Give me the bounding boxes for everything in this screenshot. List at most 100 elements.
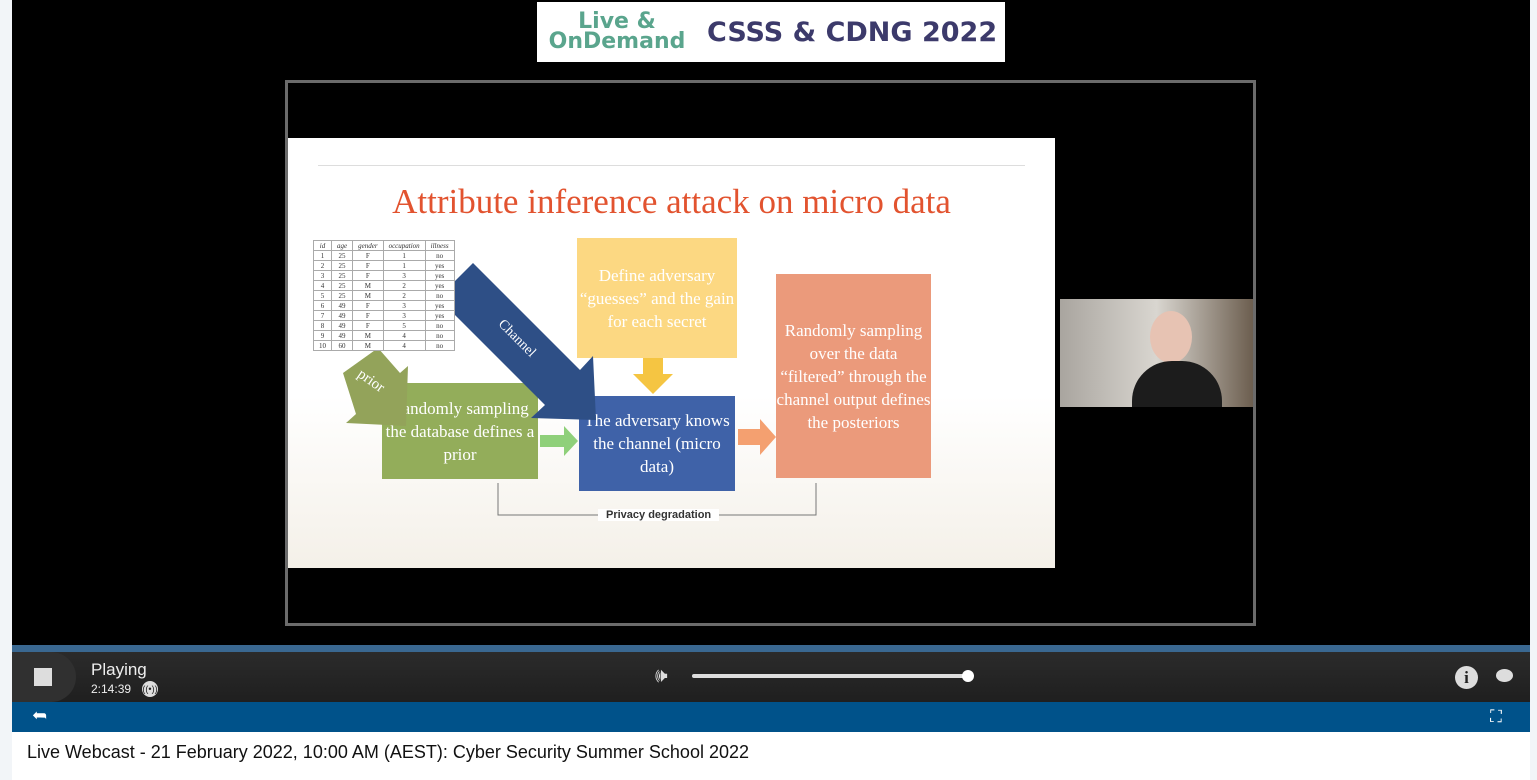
prior-arrow	[343, 348, 408, 426]
player-controls: Playing 2:14:39 ((•)) 🔊︎ i	[12, 652, 1530, 702]
table-cell: 7	[313, 310, 332, 321]
table-cell: 6	[313, 300, 332, 311]
table-cell: F	[352, 310, 384, 321]
table-cell: yes	[424, 270, 455, 281]
table-cell: 25	[330, 280, 354, 291]
video-frame[interactable]: Attribute inference attack on micro data…	[285, 80, 1256, 626]
table-cell: F	[352, 300, 384, 311]
event-banner: Live &OnDemand CSSS & CDNG 2022	[537, 2, 1005, 62]
prior-box: Randomly sampling the database defines a…	[382, 383, 538, 479]
table-cell: 3	[382, 270, 426, 281]
volume-icon[interactable]: 🔊︎	[655, 665, 668, 687]
table-cell: no	[424, 340, 455, 351]
gain-box: Define adversary “guesses” and the gain …	[577, 238, 737, 358]
table-cell: no	[424, 330, 455, 341]
stop-button[interactable]	[12, 652, 76, 702]
table-cell: M	[352, 280, 384, 291]
table-cell: 4	[382, 330, 426, 341]
back-icon[interactable]: ➦	[32, 705, 48, 725]
arrows	[343, 263, 817, 516]
table-cell: F	[352, 270, 384, 281]
presentation-slide: Attribute inference attack on micro data…	[288, 138, 1055, 568]
speaker-webcam	[1060, 299, 1253, 407]
logo-line1: Live &	[578, 9, 656, 34]
table-cell: 60	[330, 340, 354, 351]
table-cell: yes	[424, 260, 455, 271]
volume-knob[interactable]	[962, 670, 974, 682]
info-icon[interactable]: i	[1455, 666, 1478, 689]
table-cell: 49	[330, 300, 354, 311]
nav-bar: ➦ ⛶	[12, 702, 1530, 732]
table-cell: 8	[313, 320, 332, 331]
table-cell: 5	[382, 320, 426, 331]
table-cell: 25	[330, 270, 354, 281]
webcast-caption: Live Webcast - 21 February 2022, 10:00 A…	[12, 732, 1530, 780]
table-cell: yes	[424, 310, 455, 321]
posterior-box: Randomly sampling over the data “filtere…	[776, 274, 931, 478]
table-cell: 4	[313, 280, 332, 291]
table-cell: F	[352, 320, 384, 331]
gain-arrow	[633, 358, 673, 394]
channel-arrow	[438, 263, 596, 420]
orange-arrow	[738, 419, 776, 455]
table-cell: M	[352, 340, 384, 351]
table-cell: no	[424, 320, 455, 331]
table-cell: 1	[313, 250, 332, 261]
chat-icon[interactable]	[1496, 669, 1513, 682]
table-cell: 2	[382, 280, 426, 291]
channel-box: The adversary knows the channel (micro d…	[579, 396, 735, 491]
table-cell: 25	[330, 260, 354, 271]
divider	[318, 165, 1025, 166]
table-cell: no	[424, 250, 455, 261]
table-cell: 2	[382, 290, 426, 301]
progress-stripe	[12, 645, 1530, 652]
table-cell: 2	[313, 260, 332, 271]
table-header: id	[313, 240, 332, 251]
table-cell: 9	[313, 330, 332, 341]
table-cell: 4	[382, 340, 426, 351]
table-cell: 49	[330, 310, 354, 321]
playback-status: Playing	[91, 660, 147, 679]
table-cell: yes	[424, 280, 455, 291]
speaker-face	[1150, 311, 1192, 363]
table-cell: 49	[330, 330, 354, 341]
table-cell: 1	[382, 250, 426, 261]
table-cell: 1	[382, 260, 426, 271]
webcast-title: Live Webcast - 21 February 2022, 10:00 A…	[27, 742, 749, 762]
playback-time: 2:14:39	[91, 682, 132, 696]
table-cell: F	[352, 260, 384, 271]
slide-title: Attribute inference attack on micro data	[392, 182, 951, 221]
table-cell: 3	[382, 310, 426, 321]
video-stage: Live &OnDemand CSSS & CDNG 2022 Attribut…	[12, 0, 1530, 645]
fullscreen-icon[interactable]: ⛶	[1490, 707, 1502, 726]
logo-line2: OnDemand	[548, 29, 686, 54]
table-cell: 5	[313, 290, 332, 301]
table-header: gender	[352, 240, 384, 251]
table-cell: 10	[313, 340, 332, 351]
table-cell: M	[352, 330, 384, 341]
table-header: illness	[424, 240, 455, 251]
table-cell: 3	[313, 270, 332, 281]
table-header: age	[330, 240, 354, 251]
event-title: CSSS & CDNG 2022	[707, 16, 998, 48]
green-arrow	[540, 426, 578, 456]
stop-icon	[34, 668, 52, 686]
table-cell: 3	[382, 300, 426, 311]
table-cell: F	[352, 250, 384, 261]
live-broadcast-icon: ((•))	[142, 681, 158, 697]
table-cell: 49	[330, 320, 354, 331]
table-cell: no	[424, 290, 455, 301]
degradation-label: Privacy degradation	[598, 509, 720, 521]
speaker-body	[1132, 361, 1222, 407]
table-header: occupation	[382, 240, 426, 251]
volume-slider[interactable]	[692, 674, 968, 678]
